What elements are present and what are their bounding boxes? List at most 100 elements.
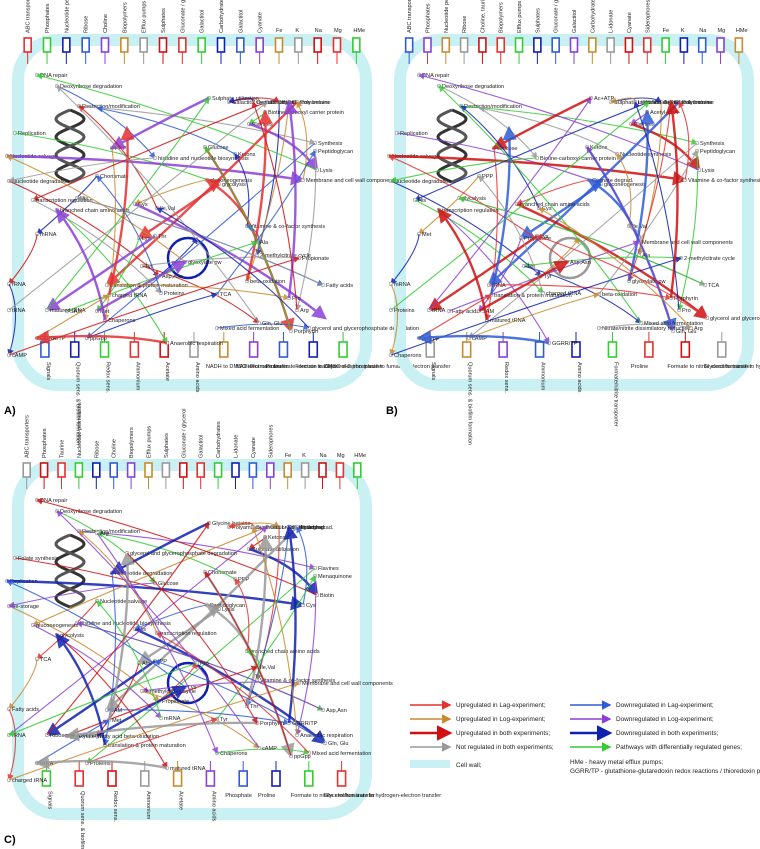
- pathway-label: Restriction/modification: [82, 104, 140, 110]
- transporter-box: [679, 37, 689, 53]
- regulation-arrow: [245, 109, 273, 282]
- pathway-label: Pro: [682, 308, 691, 314]
- pathway-label: gluconeogenesis: [36, 623, 78, 629]
- tca-cycle: [166, 236, 210, 280]
- regulation-arrow: [540, 237, 580, 277]
- pathway-label: rRNA: [12, 282, 26, 288]
- regulation-arrow: [216, 575, 316, 720]
- bottom-label: Acetate: [164, 362, 170, 381]
- regulation-arrow: [56, 85, 156, 159]
- regulation-arrow: [460, 105, 699, 145]
- regulation-arrow: [56, 510, 260, 749]
- regulation-arrow: [36, 294, 110, 339]
- pathway-label: Arg: [300, 308, 309, 314]
- pathway-label: Restriction/modification: [464, 104, 522, 110]
- regulation-arrow: [678, 101, 690, 181]
- regulation-arrow: [390, 101, 650, 311]
- regulation-arrow: [204, 146, 292, 332]
- regulation-arrow: [204, 146, 295, 334]
- regulation-arrow: [96, 175, 162, 294]
- transporter-box: [533, 37, 542, 53]
- transporter-box: [196, 462, 205, 478]
- regulation-arrow: [428, 97, 592, 311]
- pathway-label: Arg: [100, 531, 109, 537]
- pathway-label: tRNA: [432, 308, 446, 314]
- regulation-arrow: [96, 685, 188, 738]
- dna-strand: [54, 108, 86, 184]
- transporter-box: [158, 37, 168, 53]
- pathway-label: matured tRNA: [490, 318, 526, 324]
- top-label: Cyanate: [251, 437, 257, 458]
- transporter-box: [109, 462, 118, 478]
- top-label: Galactitol: [199, 435, 205, 458]
- pathway-label: matured tRNA: [170, 766, 206, 772]
- bottom-label: Amino acids: [210, 791, 216, 822]
- regulation-arrow: [478, 260, 570, 313]
- regulation-arrow: [295, 150, 317, 312]
- top-label: Galactitol: [572, 10, 578, 33]
- regulation-arrow: [204, 571, 292, 757]
- transporter-box: [661, 37, 670, 53]
- regulation-arrow: [438, 85, 538, 159]
- transporter-box: [352, 37, 361, 53]
- pathway-label: branched chain amino acids: [60, 208, 130, 214]
- legend-text: Not regulated in both experiments;: [456, 744, 554, 751]
- transporter-box: [120, 37, 129, 53]
- transporter-box: [126, 462, 136, 478]
- regulation-arrow: [7, 582, 156, 609]
- pathway-label: gluconeogenesis: [604, 182, 646, 188]
- regulation-arrow: [66, 240, 259, 312]
- pathway-label: Ketons: [268, 535, 286, 541]
- pathway-label: Biotin: [320, 593, 334, 599]
- transporter-box: [57, 462, 66, 478]
- transporter-box: [278, 341, 289, 358]
- pathway-label: Peptidoglycan: [210, 603, 245, 609]
- regulation-arrow: [96, 532, 219, 755]
- pathway-label: Anaerobic respiration: [170, 341, 223, 347]
- pathway-label: GGRR/TP: [40, 336, 66, 342]
- pathway-label: mRNA: [40, 232, 57, 238]
- transporter-box: [92, 462, 101, 478]
- transporter-box: [697, 37, 707, 53]
- pathway-label: matured tRNA: [50, 308, 86, 314]
- regulation-arrow: [46, 97, 210, 311]
- regulation-arrow: [389, 157, 538, 184]
- transporter-box: [404, 37, 414, 53]
- regulation-arrow: [95, 530, 236, 580]
- bottom-label: Amino acids: [576, 362, 582, 393]
- regulation-arrow: [109, 521, 210, 575]
- regulation-arrow: [66, 665, 259, 737]
- regulation-arrow: [8, 256, 301, 356]
- pathway-label: Deoxyribose degradation: [60, 509, 122, 515]
- regulation-arrow: [78, 105, 158, 209]
- regulation-arrow: [7, 283, 16, 357]
- regulation-arrow: [630, 122, 701, 172]
- top-label: HMe: [353, 28, 365, 34]
- top-label: Choline: [103, 14, 109, 33]
- pathway-label: His: [138, 627, 146, 633]
- pathway-label: charged tRNA: [546, 291, 581, 297]
- regulation-arrow: [234, 153, 250, 227]
- transporter-box: [274, 37, 284, 53]
- pathway-label: Pro: [200, 661, 209, 667]
- top-label: HMe: [354, 453, 366, 459]
- pathway-label: Polyamines: [300, 100, 329, 106]
- regulation-arrow: [86, 717, 219, 764]
- transporter-box: [129, 341, 140, 358]
- top-label: Efflux pumps: [147, 426, 153, 458]
- top-label: K: [681, 28, 685, 34]
- pathway-label: Met: [112, 718, 122, 724]
- bottom-label: Quorum sens. & biofilm formation: [467, 362, 473, 445]
- regulation-arrow: [34, 329, 168, 345]
- transporter-box: [441, 37, 451, 53]
- legend-text: Upregulated in Log-experiment;: [456, 716, 546, 723]
- pathway-label: Flavines: [634, 122, 655, 128]
- regulation-arrow: [86, 567, 316, 764]
- pathway-label: rRNA: [12, 733, 26, 739]
- bottom-label: Formate to DMSO electron transfer: [295, 364, 382, 370]
- pathway-label: Lysis: [702, 168, 715, 174]
- regulation-arrow: [468, 292, 601, 339]
- regulation-arrow: [477, 105, 618, 155]
- regulation-arrow: [55, 208, 107, 321]
